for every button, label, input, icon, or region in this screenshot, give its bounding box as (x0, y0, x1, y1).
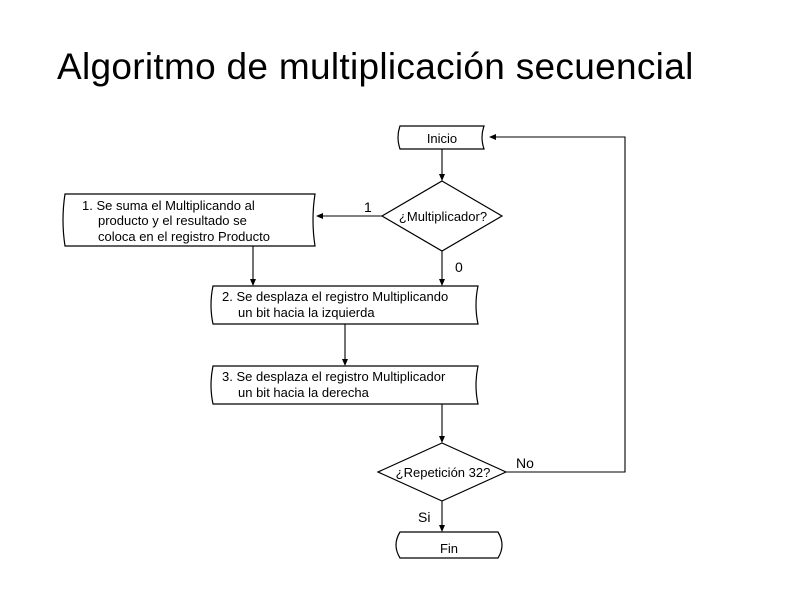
arrowhead-icon (250, 279, 256, 286)
arrowhead-icon (439, 279, 445, 286)
step3-line-2: un bit hacia la derecha (238, 385, 370, 400)
edge-label-si: Si (418, 509, 430, 525)
edge-repeticion-loop-back (496, 136, 626, 473)
arrowhead-icon (439, 174, 445, 181)
step2-line-2: un bit hacia la izquierda (238, 305, 375, 320)
step1-line-2: producto y el resultado se (98, 213, 247, 228)
step1-box: 1. Se suma el Multiplicando al producto … (62, 193, 316, 247)
step3-line-1: 3. Se desplaza el registro Multiplicador (222, 369, 446, 384)
start-label: Inicio (427, 131, 457, 146)
arrowhead-icon (316, 213, 323, 219)
arrowhead-icon (489, 134, 496, 140)
step3-box: 3. Se desplaza el registro Multiplicador… (210, 365, 479, 405)
page-title: Algoritmo de multiplicación secuencial (57, 46, 694, 87)
edge-label-one: 1 (364, 199, 372, 215)
end-node: Fin (395, 531, 503, 559)
edges (250, 134, 626, 532)
arrowhead-icon (439, 525, 445, 532)
repeticion-decision-label: ¿Repetición 32? (396, 465, 491, 480)
start-node: Inicio (397, 125, 485, 150)
step2-line-1: 2. Se desplaza el registro Multiplicando (222, 289, 448, 304)
multiplicador-decision: ¿Multiplicador? (380, 180, 504, 252)
repeticion-decision: ¿Repetición 32? (376, 442, 508, 502)
end-label: Fin (440, 541, 458, 556)
multiplicador-decision-label: ¿Multiplicador? (399, 209, 487, 224)
edge-label-zero: 0 (455, 259, 463, 275)
edge-label-no: No (516, 455, 534, 471)
step1-line-3: coloca en el registro Producto (98, 229, 270, 244)
arrowhead-icon (439, 436, 445, 443)
arrowhead-icon (342, 359, 348, 366)
step1-line-1: 1. Se suma el Multiplicando al (82, 198, 255, 213)
step2-box: 2. Se desplaza el registro Multiplicando… (210, 285, 479, 325)
